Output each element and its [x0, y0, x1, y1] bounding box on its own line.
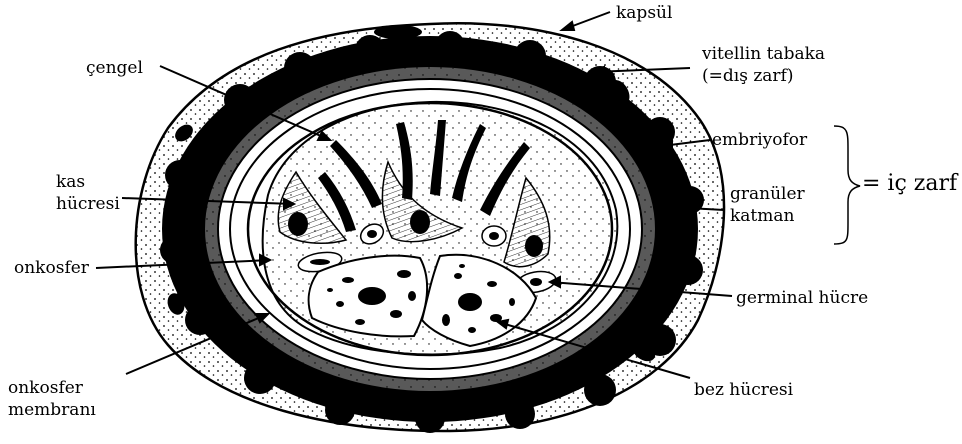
label-oncosphere-membrane-1: onkosfer [8, 378, 83, 398]
label-oncosphere-membrane-2: membranı [8, 400, 96, 420]
inner-envelope-brace [834, 126, 860, 244]
label-gland-cell: bez hücresi [694, 380, 793, 400]
label-capsule: kapsül [616, 3, 672, 23]
label-germinal-cell: germinal hücre [736, 288, 868, 308]
label-muscle-cell-1: kas [56, 172, 85, 192]
label-hook: çengel [86, 58, 143, 78]
label-oncosphere: onkosfer [14, 258, 89, 278]
label-embryophore: embriyofor [712, 130, 807, 150]
label-inner-envelope: = iç zarf [862, 174, 957, 194]
label-muscle-cell-2: hücresi [56, 194, 120, 214]
label-vitelline-1: vitellin tabaka [702, 44, 825, 64]
label-vitelline-2: (=dış zarf) [702, 66, 793, 86]
label-granular-1: granüler [730, 184, 805, 204]
label-granular-2: katman [730, 206, 794, 226]
